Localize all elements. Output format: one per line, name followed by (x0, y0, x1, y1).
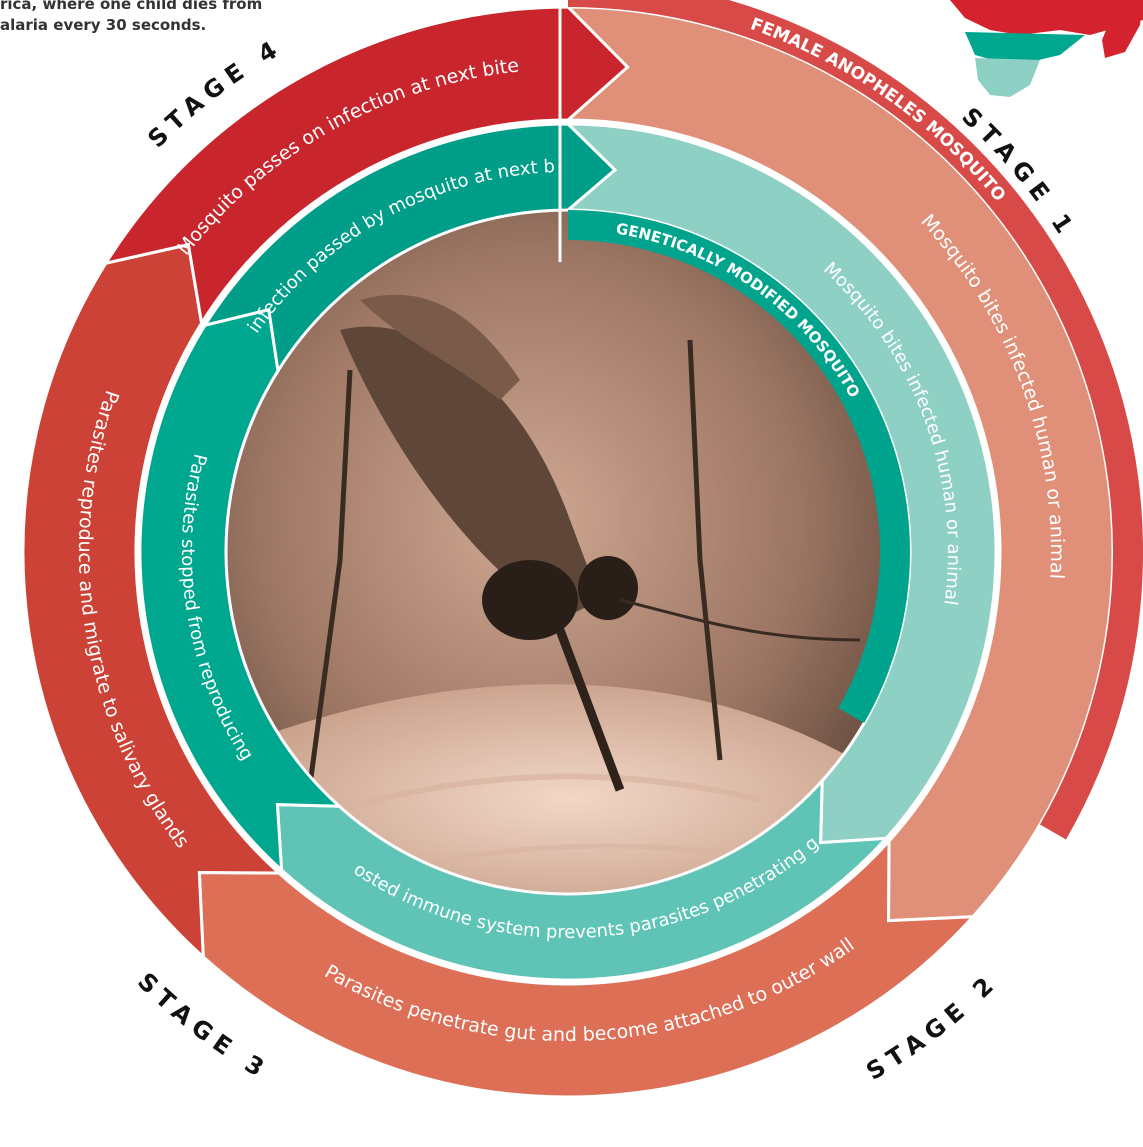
map-southern-teal (965, 32, 1085, 62)
africa-map (950, 0, 1143, 97)
map-south-africa (975, 58, 1040, 97)
